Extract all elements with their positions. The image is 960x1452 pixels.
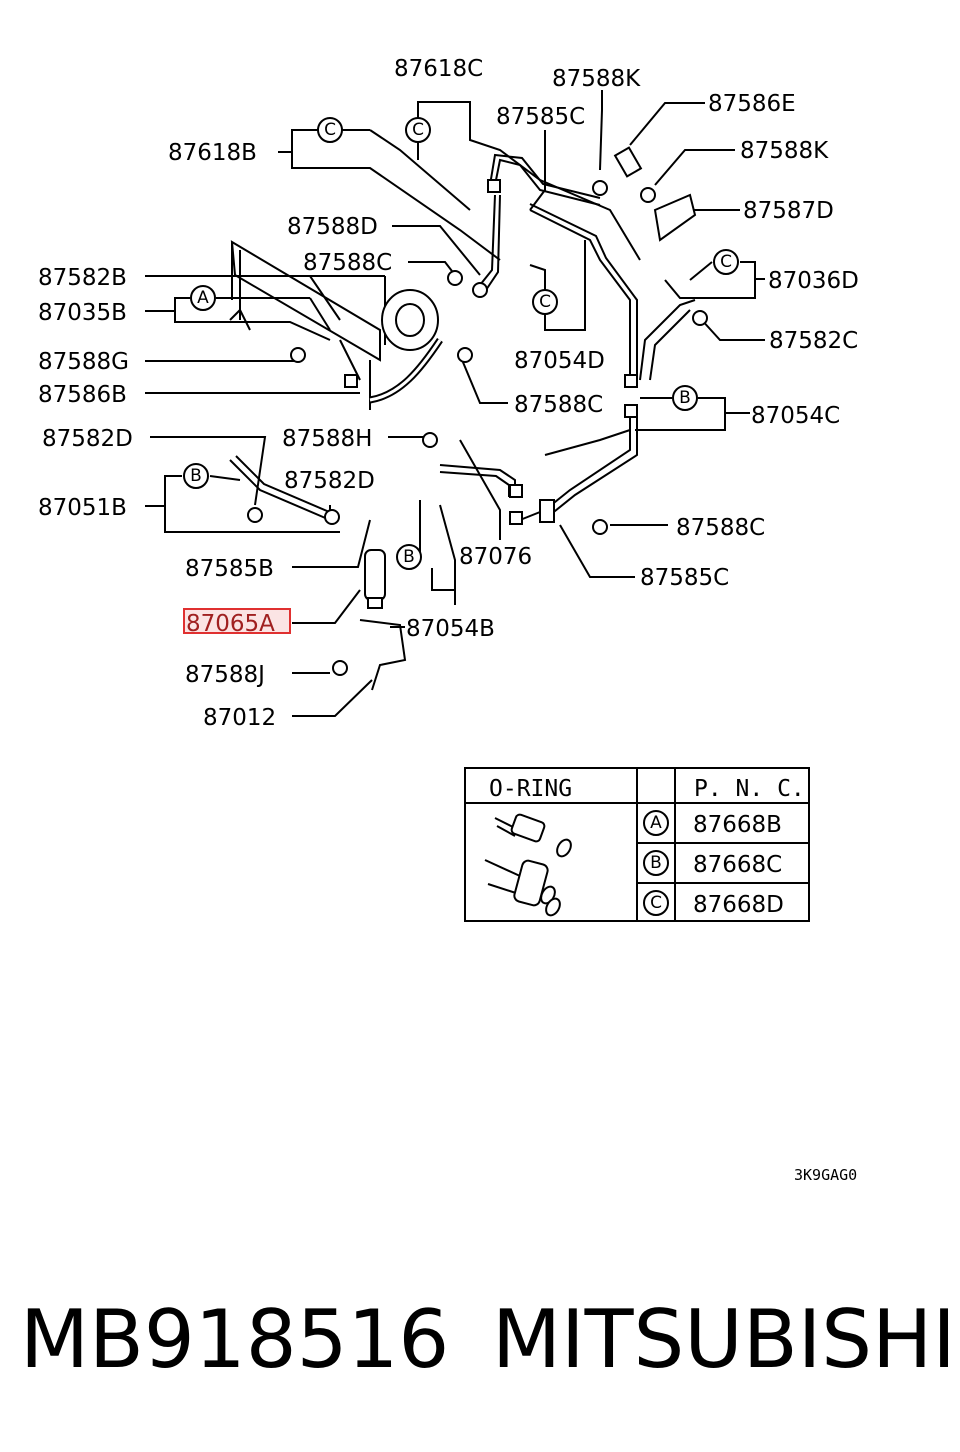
label-87585C-bottom[interactable]: 87585C [640,565,729,591]
pnc-header: P. N. C. [694,776,805,802]
label-87588C-right[interactable]: 87588C [676,515,765,541]
label-87588K-top[interactable]: 87588K [552,66,641,92]
callout-c2: C [324,120,336,140]
footer: MB918516 MITSUBISHI [0,1290,960,1390]
label-87618C[interactable]: 87618C [394,56,483,82]
table-pnc-c[interactable]: 87668D [693,892,784,918]
label-87585B[interactable]: 87585B [185,556,274,582]
pipe-assembly [229,146,708,691]
callout-circle-a1 [190,285,216,311]
callout-circles [183,117,739,570]
callout-a1: A [197,288,209,308]
label-87054B[interactable]: 87054B [406,616,495,642]
part-number: MB918516 [20,1293,450,1386]
label-87582D-mid[interactable]: 87582D [284,468,375,494]
label-87582D-left[interactable]: 87582D [42,426,133,452]
table-letter-b: B [650,853,662,873]
highlight-box [183,608,291,634]
label-87588D[interactable]: 87588D [287,214,378,240]
callout-c4: C [720,252,732,272]
label-87012[interactable]: 87012 [203,705,276,731]
oring-table: O-RING P. N. C. A 87668B B 87668C C 8766… [464,767,810,922]
label-87586E[interactable]: 87586E [708,91,796,117]
callout-circle-b3 [396,544,422,570]
callout-circle-c1 [405,117,431,143]
callout-b2: B [190,466,202,486]
label-87588J[interactable]: 87588J [185,662,265,688]
label-87076[interactable]: 87076 [459,544,532,570]
callout-circle-c3 [532,289,558,315]
label-87582B[interactable]: 87582B [38,265,127,291]
table-pnc-a[interactable]: 87668B [693,812,782,838]
callout-circle-c2 [317,117,343,143]
label-87582C[interactable]: 87582C [769,328,858,354]
part-labels: 87618C 87588K 87586E 87585C 87618B 87588… [38,56,859,731]
label-87051B[interactable]: 87051B [38,495,127,521]
label-87586B[interactable]: 87586B [38,382,127,408]
table-letter-c: C [650,893,662,913]
oring-illustration [484,813,572,917]
leader-lines [145,90,765,717]
label-87618B[interactable]: 87618B [168,140,257,166]
label-87588G[interactable]: 87588G [38,349,129,375]
label-87035B[interactable]: 87035B [38,300,127,326]
label-87054D[interactable]: 87054D [514,348,605,374]
callout-circle-b1 [672,385,698,411]
label-87588C-mid[interactable]: 87588C [514,392,603,418]
label-87036D[interactable]: 87036D [768,268,859,294]
callout-circle-c4 [713,249,739,275]
callout-c1: C [412,120,424,140]
label-87588H[interactable]: 87588H [282,426,372,452]
label-87065A[interactable]: 87065A [186,611,275,637]
brand-name: MITSUBISHI [492,1293,956,1386]
oring-header: O-RING [489,776,572,802]
label-87585C-top[interactable]: 87585C [496,104,585,130]
table-letter-a: A [650,813,662,833]
callout-c3: C [539,292,551,312]
label-87054C[interactable]: 87054C [751,403,840,429]
label-87588C-upper[interactable]: 87588C [303,250,392,276]
callout-circle-b2 [183,463,209,489]
table-pnc-b[interactable]: 87668C [693,852,782,878]
drawing-code: 3K9GAG0 [794,1166,857,1184]
label-87587D[interactable]: 87587D [743,198,834,224]
callout-b3: B [403,547,415,567]
callout-b1: B [679,388,691,408]
label-87588K-right[interactable]: 87588K [740,138,829,164]
callout-letters: C C C C A B B B [190,120,732,567]
